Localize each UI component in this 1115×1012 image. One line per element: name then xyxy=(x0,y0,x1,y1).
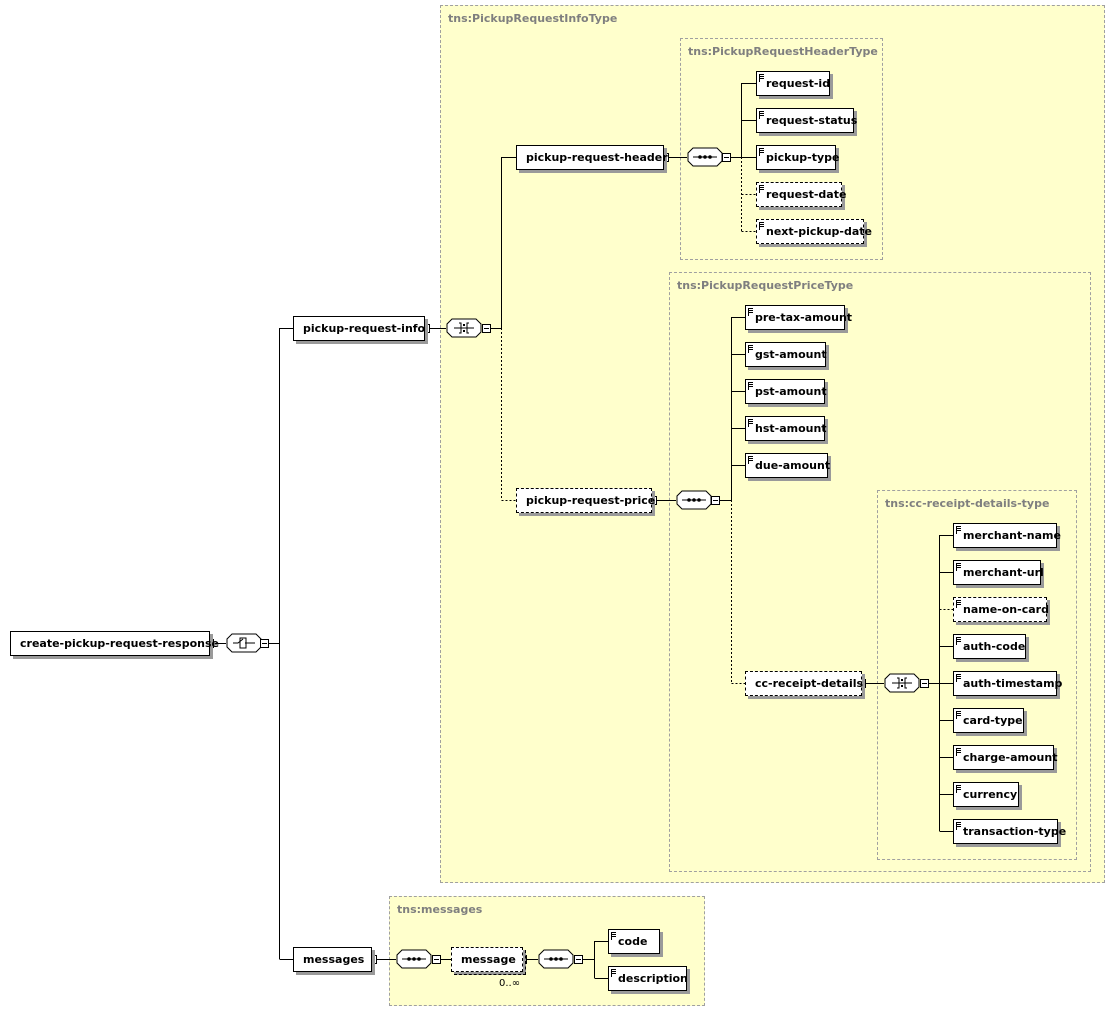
node-messages[interactable]: messages xyxy=(293,947,372,972)
group-label: tns:PickupRequestInfoType xyxy=(448,12,618,25)
element-icon xyxy=(759,148,764,156)
node-cc-receipt-details[interactable]: cc-receipt-details xyxy=(745,671,863,696)
multiplicity-label: 0..∞ xyxy=(499,978,521,989)
group-label: tns:cc-receipt-details-type xyxy=(885,497,1050,510)
node-pickup-type[interactable]: pickup-type xyxy=(756,145,840,170)
node-merchant-name[interactable]: merchant-name xyxy=(953,523,1061,548)
collapse-toggle[interactable] xyxy=(920,679,929,688)
node-pickup-request-header[interactable]: pickup-request-header xyxy=(516,145,668,170)
node-next-pickup-date[interactable]: next-pickup-date xyxy=(756,219,872,244)
choice-compositor xyxy=(226,633,262,653)
element-icon xyxy=(611,969,616,977)
node-label: next-pickup-date xyxy=(766,225,872,238)
element-icon xyxy=(748,456,753,464)
node-label: name-on-card xyxy=(963,603,1049,616)
collapse-toggle[interactable] xyxy=(482,324,491,333)
element-icon xyxy=(956,526,961,534)
node-request-id[interactable]: request-id xyxy=(756,71,830,96)
group-label: tns:PickupRequestPriceType xyxy=(677,279,854,292)
node-label: gst-amount xyxy=(755,348,827,361)
element-icon xyxy=(748,382,753,390)
node-transaction-type[interactable]: transaction-type xyxy=(953,819,1066,844)
collapse-toggle[interactable] xyxy=(711,496,720,505)
element-icon xyxy=(759,111,764,119)
element-icon xyxy=(748,308,753,316)
node-label: auth-code xyxy=(963,640,1026,653)
element-icon xyxy=(748,345,753,353)
node-request-status[interactable]: request-status xyxy=(756,108,858,133)
node-label: currency xyxy=(963,788,1018,801)
all-compositor xyxy=(446,318,482,338)
sequence-compositor xyxy=(538,949,574,969)
element-icon xyxy=(956,748,961,756)
collapse-toggle[interactable] xyxy=(260,639,269,648)
node-label: request-status xyxy=(766,114,858,127)
node-name-on-card[interactable]: name-on-card xyxy=(953,597,1049,622)
node-currency[interactable]: currency xyxy=(953,782,1019,807)
node-auth-code[interactable]: auth-code xyxy=(953,634,1026,659)
node-label: due-amount xyxy=(755,459,831,472)
element-icon xyxy=(956,563,961,571)
node-label: auth-timestamp xyxy=(963,677,1063,690)
element-icon xyxy=(956,822,961,830)
node-label: charge-amount xyxy=(963,751,1058,764)
node-label: request-date xyxy=(766,188,847,201)
collapse-toggle[interactable] xyxy=(574,955,583,964)
node-label: pre-tax-amount xyxy=(755,311,853,324)
collapse-toggle[interactable] xyxy=(432,955,441,964)
element-icon xyxy=(956,711,961,719)
node-label: pickup-type xyxy=(766,151,840,164)
element-icon xyxy=(956,785,961,793)
sequence-compositor xyxy=(676,490,712,510)
node-label: merchant-name xyxy=(963,529,1061,542)
element-icon xyxy=(748,419,753,427)
node-create-pickup-request-response[interactable]: create-pickup-request-response xyxy=(10,631,219,656)
node-merchant-url[interactable]: merchant-url xyxy=(953,560,1044,585)
group-label: tns:messages xyxy=(397,903,483,916)
node-pickup-request-info[interactable]: pickup-request-info xyxy=(293,316,425,341)
collapse-toggle[interactable] xyxy=(722,153,731,162)
node-label: request-id xyxy=(766,77,831,90)
node-auth-timestamp[interactable]: auth-timestamp xyxy=(953,671,1062,696)
element-icon xyxy=(956,600,961,608)
sequence-compositor xyxy=(687,147,723,167)
element-icon xyxy=(759,222,764,230)
element-icon xyxy=(759,185,764,193)
node-label: merchant-url xyxy=(963,566,1044,579)
group-label: tns:PickupRequestHeaderType xyxy=(688,45,878,58)
node-label: code xyxy=(618,935,648,948)
element-icon xyxy=(759,74,764,82)
node-pst-amount[interactable]: pst-amount xyxy=(745,379,827,404)
node-message[interactable]: message xyxy=(451,947,526,975)
node-due-amount[interactable]: due-amount xyxy=(745,453,831,478)
node-label: transaction-type xyxy=(963,825,1067,838)
node-pickup-request-price[interactable]: pickup-request-price xyxy=(516,488,655,513)
all-compositor xyxy=(884,673,920,693)
sequence-compositor xyxy=(396,949,432,969)
node-label: pst-amount xyxy=(755,385,827,398)
element-icon xyxy=(611,932,616,940)
node-code[interactable]: code xyxy=(608,929,660,954)
node-charge-amount[interactable]: charge-amount xyxy=(953,745,1058,770)
node-description[interactable]: description xyxy=(608,966,688,991)
element-icon xyxy=(956,674,961,682)
node-label: card-type xyxy=(963,714,1023,727)
node-label: hst-amount xyxy=(755,422,827,435)
element-icon xyxy=(956,637,961,645)
node-pre-tax-amount[interactable]: pre-tax-amount xyxy=(745,305,852,330)
node-request-date[interactable]: request-date xyxy=(756,182,846,207)
node-card-type[interactable]: card-type xyxy=(953,708,1024,733)
node-hst-amount[interactable]: hst-amount xyxy=(745,416,827,441)
node-label: description xyxy=(618,972,688,985)
node-gst-amount[interactable]: gst-amount xyxy=(745,342,827,367)
